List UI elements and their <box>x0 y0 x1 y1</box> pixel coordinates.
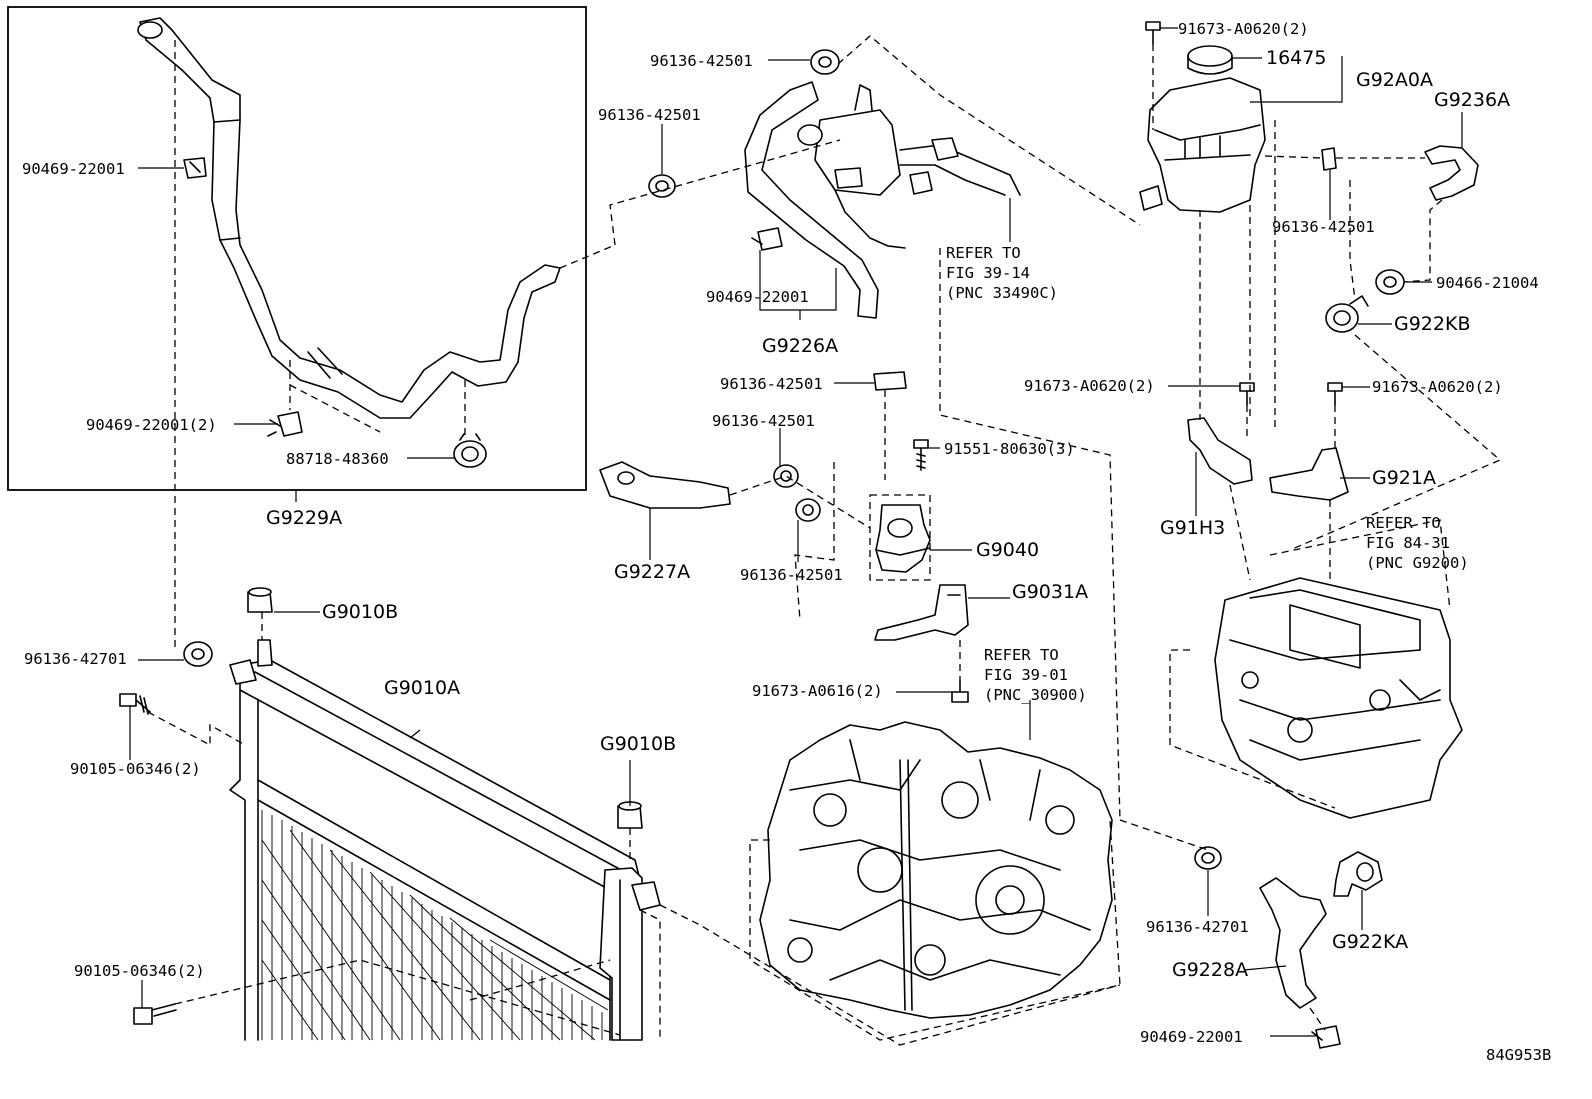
callout-91673-a0616: 91673-A0616(2) <box>752 682 883 700</box>
reservoir-assembly <box>1139 21 1502 581</box>
svg-text:(PNC_30900): (PNC_30900) <box>984 686 1087 704</box>
bolt-91551-80630[interactable] <box>913 439 929 471</box>
bolt-91673-a0620-top[interactable] <box>1145 21 1161 45</box>
clamp-88718-48360[interactable] <box>453 433 487 468</box>
heater-valve-assembly[interactable] <box>797 84 1021 249</box>
callout-g922ka: G922KA <box>1332 931 1408 953</box>
hose-g9228a[interactable] <box>1259 877 1327 1009</box>
callout-90469-22001-c: 90469-22001 <box>1140 1028 1243 1046</box>
svg-text:FIG 39-01: FIG 39-01 <box>984 666 1068 684</box>
callout-g9226a: G9226A <box>762 335 838 357</box>
inverter-assembly[interactable] <box>1169 519 1463 819</box>
radiator-core-fins <box>261 810 609 1041</box>
svg-text:REFER TO: REFER TO <box>946 244 1021 262</box>
inset-hose-box <box>7 6 616 650</box>
callout-91673-a0620-top: 91673-A0620(2) <box>1178 20 1309 38</box>
callout-96136-42501-a: 96136-42501 <box>650 52 753 70</box>
clamp-96136-42701-left[interactable] <box>183 641 213 667</box>
callout-refer-84-31: REFER TO FIG 84-31 (PNC G9200) <box>1366 514 1469 572</box>
callout-91673-a0620-left: 91673-A0620(2) <box>1024 377 1155 395</box>
clamp-96136-42501-c[interactable] <box>873 371 907 391</box>
hose-g9226a[interactable] <box>744 81 879 319</box>
reservoir-tank-g92a0a[interactable] <box>1139 77 1266 213</box>
bolt-90105-06346-bot[interactable] <box>133 1003 177 1025</box>
bracket-g91h3[interactable] <box>1187 417 1253 485</box>
hose-g9227a[interactable] <box>599 461 731 509</box>
callout-refer-39-14: REFER TO FIG 39-14 (PNC 33490C) <box>946 244 1058 302</box>
callout-g9010a: G9010A <box>384 677 460 699</box>
svg-text:REFER TO: REFER TO <box>1366 514 1441 532</box>
callout-g91h3: G91H3 <box>1160 517 1225 539</box>
upper-hose-g9229a[interactable] <box>139 17 561 419</box>
clamp-96136-42501-a[interactable] <box>810 49 840 75</box>
leader-lines <box>129 27 1463 1037</box>
radiator-assembly-g9010a[interactable] <box>229 639 661 1041</box>
transaxle-assembly[interactable] <box>749 721 1121 1041</box>
callout-16475: 16475 <box>1266 47 1326 69</box>
clamp-96136-42501-d[interactable] <box>773 464 799 488</box>
callout-88718-48360: 88718-48360 <box>286 450 389 468</box>
bolt-91673-a0620-left[interactable] <box>1239 382 1255 406</box>
callout-91673-a0620-right: 91673-A0620(2) <box>1372 378 1503 396</box>
clamp-96136-42501-f[interactable] <box>1321 147 1337 171</box>
bolt-90105-06346-top[interactable] <box>119 693 151 715</box>
bolt-91673-a0616[interactable] <box>951 679 969 703</box>
callout-96136-42501-c: 96136-42501 <box>720 375 823 393</box>
svg-text:FIG 84-31: FIG 84-31 <box>1366 534 1450 552</box>
bracket-g921a[interactable] <box>1269 447 1349 501</box>
clamp-96136-42501-e[interactable] <box>795 498 821 522</box>
clamp-90469-22001-2[interactable] <box>267 411 303 437</box>
callout-g9227a: G9227A <box>614 561 690 583</box>
callout-g9040: G9040 <box>976 539 1039 561</box>
callout-g922kb: G922KB <box>1394 313 1470 335</box>
clamp-90466-21004[interactable] <box>1375 269 1405 295</box>
callout-g9010b-top: G9010B <box>322 601 398 623</box>
callout-labels: 90469-22001 90469-22001(2) 88718-48360 G… <box>22 20 1551 1064</box>
callout-96136-42501-e: 96136-42501 <box>740 566 843 584</box>
svg-text:REFER TO: REFER TO <box>984 646 1059 664</box>
callout-96136-42501-f: 96136-42501 <box>1272 218 1375 236</box>
clamp-90469-22001-a[interactable] <box>183 157 207 179</box>
fitting-g922ka[interactable] <box>1333 851 1383 897</box>
diagram-code: 84G953B <box>1486 1046 1551 1064</box>
clamp-90469-22001-b[interactable] <box>751 227 783 251</box>
callout-96136-42501-b: 96136-42501 <box>598 106 701 124</box>
callout-90105-06346-bot: 90105-06346(2) <box>74 962 205 980</box>
callout-g9031a: G9031A <box>1012 581 1088 603</box>
callout-90469-22001-b: 90469-22001 <box>706 288 809 306</box>
callout-96136-42501-d: 96136-42501 <box>712 412 815 430</box>
callout-90469-22001-2: 90469-22001(2) <box>86 416 217 434</box>
bracket-g9031a[interactable] <box>874 584 969 641</box>
reservoir-cap-16475[interactable] <box>1187 45 1233 75</box>
hose-g9236a[interactable] <box>1424 145 1479 201</box>
center-upper-assembly <box>599 35 1141 821</box>
bolt-91673-a0620-right[interactable] <box>1327 382 1343 406</box>
clamp-90469-22001-c[interactable] <box>1311 1025 1341 1049</box>
callout-g9010b-mid: G9010B <box>600 733 676 755</box>
clamp-96136-42501-b[interactable] <box>648 174 676 198</box>
cap-g9010b-top[interactable] <box>247 587 273 613</box>
clamp-96136-42701-right[interactable] <box>1194 846 1222 870</box>
callout-90469-22001-a: 90469-22001 <box>22 160 125 178</box>
callout-96136-42701-left: 96136-42701 <box>24 650 127 668</box>
callout-refer-39-01: REFER TO FIG 39-01 (PNC_30900) <box>984 646 1087 704</box>
callout-g921a: G921A <box>1372 467 1436 489</box>
callout-g9229a: G9229A <box>266 507 342 529</box>
hose-end-cap <box>137 21 163 39</box>
callout-91551-80630: 91551-80630(3) <box>944 440 1075 458</box>
lower-right-hose-assembly <box>1119 819 1383 1049</box>
svg-text:(PNC 33490C): (PNC 33490C) <box>946 284 1058 302</box>
callout-g9228a: G9228A <box>1172 959 1248 981</box>
callout-g9236a: G9236A <box>1434 89 1510 111</box>
fitting-g922kb[interactable] <box>1325 295 1369 333</box>
svg-text:FIG 39-14: FIG 39-14 <box>946 264 1030 282</box>
water-pump-g9040[interactable] <box>869 494 931 581</box>
callout-90466-21004: 90466-21004 <box>1436 274 1539 292</box>
svg-text:(PNC G9200): (PNC G9200) <box>1366 554 1469 572</box>
callout-96136-42701-right: 96136-42701 <box>1146 918 1249 936</box>
callout-g92a0a: G92A0A <box>1356 69 1433 91</box>
callout-90105-06346-top: 90105-06346(2) <box>70 760 201 778</box>
